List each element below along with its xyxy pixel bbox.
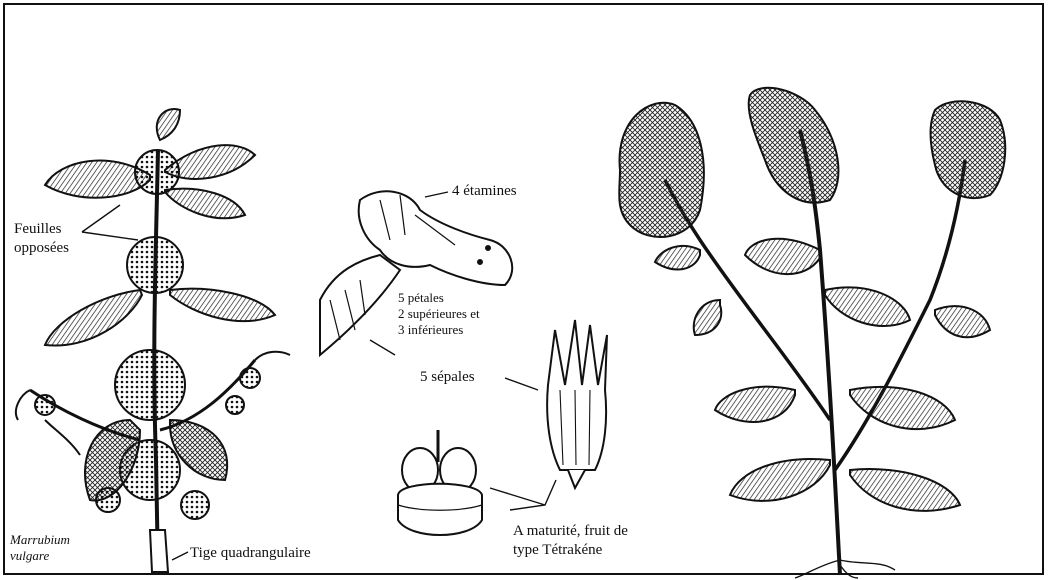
label-line: 5 pétales (398, 290, 480, 306)
label-line: opposées (14, 239, 69, 258)
label-tige: Tige quadrangulaire (190, 544, 311, 563)
calyx-drawing (490, 320, 607, 510)
label-line: Feuilles (14, 220, 69, 239)
label-line: vulgare (10, 548, 70, 564)
label-species-name: Marrubium vulgare (10, 532, 70, 564)
fruit-drawing (398, 430, 482, 535)
label-feuilles-opposees: Feuilles opposées (14, 220, 69, 258)
label-line: 2 supérieures et (398, 306, 480, 322)
label-line: A maturité, fruit de (513, 522, 628, 541)
right-plant (619, 88, 1005, 578)
label-line: Marrubium (10, 532, 70, 548)
label-sepales: 5 sépales (420, 368, 475, 387)
label-line: type Tétrakéne (513, 541, 628, 560)
label-fruit: A maturité, fruit de type Tétrakéne (513, 522, 628, 560)
left-plant (16, 109, 290, 572)
label-etamines: 4 étamines (452, 182, 517, 201)
label-line: 3 inférieures (398, 322, 480, 338)
label-petales: 5 pétales 2 supérieures et 3 inférieures (398, 290, 480, 338)
